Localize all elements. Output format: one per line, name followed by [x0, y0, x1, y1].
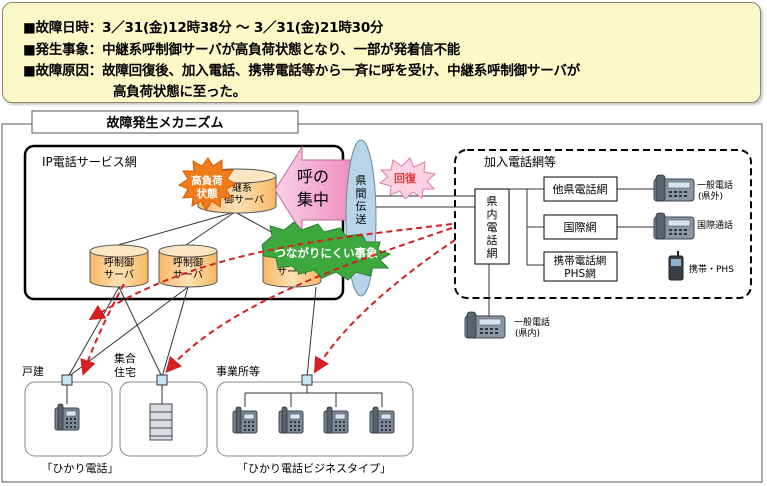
- house-phone-icon: [54, 403, 80, 431]
- inside-pref-label-1: 一般電話: [514, 316, 550, 328]
- apartment-label-1: 集合: [114, 351, 136, 365]
- inside-pref-phone-icon: [464, 311, 506, 339]
- incident-date-value: 3／31(金)12時38分 ～ 3／31(金)21時30分: [102, 20, 384, 36]
- business-service-label: 「ひかり電話ビジネスタイプ」: [237, 461, 391, 475]
- hikari-service-label: 「ひかり電話」: [42, 461, 119, 475]
- house-onu-icon: [61, 374, 73, 386]
- intrapref-char-5: 網: [487, 246, 498, 260]
- incident-cause-value-2: 高負荷状態に至った。: [113, 84, 246, 100]
- international-phone-icon: [653, 212, 695, 240]
- incident-cause-value-1: 故障回復後、加入電話、携帯電話等から一斉に呼を受け、中継系呼制御サーバが: [102, 63, 581, 79]
- outside-pref-label-2: (県外): [698, 190, 723, 202]
- house-label: 戸建: [22, 364, 44, 378]
- call-server-1-label-2: サーバ: [104, 269, 134, 281]
- overload-burst-icon: 高負荷 状態: [177, 157, 238, 211]
- office-label: 事業所等: [216, 364, 260, 378]
- outside-pref-label-1: 一般電話: [697, 179, 733, 191]
- mobile-network-label: 携帯電話網: [554, 254, 607, 267]
- interpref-char-1: 県: [356, 174, 367, 187]
- office-site-box: [216, 381, 414, 457]
- call-server-1: 呼制御 サーバ: [89, 244, 149, 288]
- incident-cause-line-2: 高負荷状態に至った。: [113, 80, 246, 100]
- intrapref-char-1: 県: [487, 195, 498, 208]
- ip-network-label: IP電話サービス網: [42, 154, 137, 169]
- interpref-char-2: 間: [356, 187, 367, 200]
- recovery-label: 回復: [394, 171, 417, 185]
- mobile-label: 携帯・PHS: [689, 263, 734, 275]
- incident-cause-label: ■故障原因：: [23, 63, 103, 79]
- mechanism-title-box: [31, 110, 299, 134]
- intrapref-char-3: 電: [487, 221, 498, 234]
- incident-date-line: ■故障日時：3／31(金)12時38分 ～ 3／31(金)21時30分: [23, 16, 384, 36]
- call-concentration-text-1: 呼の: [297, 167, 329, 186]
- subscriber-network-box: [454, 149, 752, 299]
- subscriber-network-label: 加入電話網等: [484, 154, 556, 169]
- call-concentration-text-2: 集中: [297, 190, 329, 209]
- mobile-phs-network: 携帯電話網 PHS網: [543, 251, 618, 282]
- relay-server-label-2: 御サーバ: [224, 193, 264, 206]
- office-wiring: [66, 385, 383, 407]
- outside-pref-phone-icon: [653, 174, 695, 202]
- phs-network-label: PHS網: [564, 267, 595, 280]
- mechanism-title: 故障発生メカニズム: [106, 115, 223, 131]
- call-server-2-label-1: 呼制御: [173, 256, 203, 269]
- inside-pref-label-2: (県内): [515, 327, 540, 339]
- other-prefecture-network: 他県電話網: [543, 176, 618, 202]
- incident-date-label: ■故障日時：: [23, 20, 103, 36]
- international-network-label: 国際網: [564, 220, 597, 234]
- interpref-char-3: 伝: [356, 200, 367, 213]
- office-phone-4-icon: [369, 406, 395, 434]
- incident-event-label: ■発生事象：: [23, 42, 103, 58]
- other-prefecture-network-label: 他県電話網: [553, 182, 608, 196]
- overload-burst-text-1: 高負荷: [191, 174, 223, 187]
- relay-server-label-1: 継系: [232, 181, 252, 194]
- office-onu-icon: [301, 374, 313, 386]
- intrapref-char-4: 話: [487, 233, 498, 247]
- intraprefecture-network: 県 内 電 話 網: [474, 188, 510, 265]
- incident-event-line: ■発生事象：中継系呼制御サーバが高負荷状態となり、一部が発着信不能: [23, 38, 460, 58]
- overload-burst-text-2: 状態: [197, 187, 218, 200]
- apartment-server-icon: [149, 403, 173, 441]
- incident-summary-panel: ■故障日時：3／31(金)12時38分 ～ 3／31(金)21時30分 ■発生事…: [2, 2, 761, 103]
- hard-to-connect-label: つながりにくい事象: [274, 246, 378, 260]
- failed-call-arrows: [80, 223, 456, 376]
- office-phone-3-icon: [323, 406, 349, 434]
- office-phone-2-icon: [278, 406, 304, 434]
- call-server-2-label-2: サーバ: [173, 269, 203, 281]
- mobile-phone-icon: [668, 251, 684, 281]
- incident-event-value: 中継系呼制御サーバが高負荷状態となり、一部が発着信不能: [102, 42, 461, 58]
- interpref-char-4: 送: [356, 212, 367, 226]
- incident-cause-line: ■故障原因：故障回復後、加入電話、携帯電話等から一斉に呼を受け、中継系呼制御サー…: [23, 59, 580, 79]
- international-network: 国際網: [543, 214, 618, 240]
- apartment-label-2: 住宅: [114, 365, 136, 379]
- call-server-1-label-1: 呼制御: [104, 256, 134, 269]
- office-phone-1-icon: [232, 406, 258, 434]
- apartment-onu-icon: [156, 374, 168, 386]
- international-label: 国際通話: [697, 219, 733, 231]
- recovery-burst-icon: 回復: [378, 157, 437, 200]
- intrapref-char-2: 内: [487, 207, 498, 221]
